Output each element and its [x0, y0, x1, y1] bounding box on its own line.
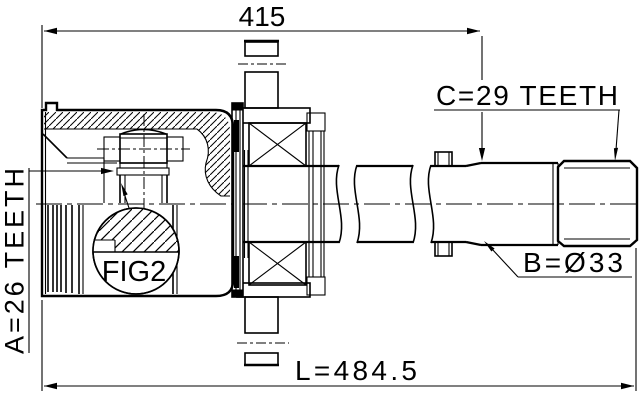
dim-415-label: 415 — [239, 1, 286, 32]
annotation-teeth-c: C=29 TEETH — [434, 80, 620, 161]
bearing-bracket-flange — [236, 39, 326, 367]
teeth-c-arrow — [613, 147, 619, 161]
dim-415: 415 — [41, 1, 486, 161]
spline-end — [556, 159, 639, 248]
shaft-step — [243, 150, 249, 258]
spline-a-label: A=26 TEETH — [0, 168, 30, 354]
tripod-roller — [97, 114, 190, 208]
dim-total-length: L=484.5 — [41, 248, 637, 391]
diameter-b-label: B=Ø33 — [523, 247, 623, 278]
boot-clamp-ridges — [47, 205, 178, 294]
drive-shaft — [243, 151, 639, 257]
center-bearing — [248, 122, 307, 286]
teeth-a-arrow — [101, 167, 114, 175]
dim-length-label: L=484.5 — [295, 355, 417, 386]
damper-clamp — [434, 151, 453, 257]
fig2-leader-arrow — [121, 183, 128, 197]
spline-c-label: C=29 TEETH — [436, 80, 618, 111]
cv-joint-housing — [40, 101, 235, 298]
fig2-balloon-label: FIG2 — [102, 256, 166, 288]
shaft-break-lines — [335, 164, 435, 244]
annotation-diameter-b: B=Ø33 — [484, 241, 632, 278]
diameter-b-arrow — [484, 241, 495, 252]
annotation-teeth-a: A=26 TEETH — [0, 167, 114, 354]
dim-415-down-arrow — [478, 148, 486, 161]
